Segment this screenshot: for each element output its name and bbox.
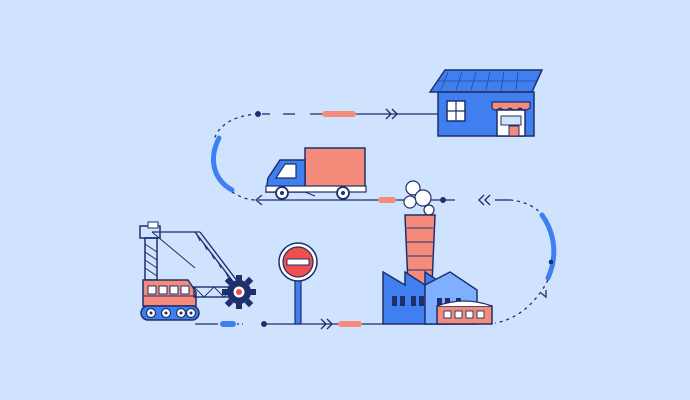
path-pill-top	[322, 111, 356, 117]
path-pill-middle	[378, 197, 396, 203]
path-pill-bottom	[338, 321, 362, 327]
path-arc-right	[539, 212, 557, 281]
factory-icon	[382, 180, 493, 325]
path-pill-bottom-blue	[220, 321, 236, 327]
delivery-truck-icon	[265, 147, 367, 200]
path-arc-left	[210, 135, 235, 193]
double-chevron-icon	[385, 108, 398, 120]
double-chevron-icon	[478, 194, 491, 206]
store-icon	[428, 69, 544, 137]
smoke	[403, 180, 435, 216]
mining-excavator-icon	[139, 221, 256, 321]
dashed-path-bottom	[195, 321, 385, 327]
bucket-wheel	[222, 275, 256, 309]
no-entry-sign-icon	[278, 242, 318, 325]
double-chevron-icon	[320, 318, 333, 330]
